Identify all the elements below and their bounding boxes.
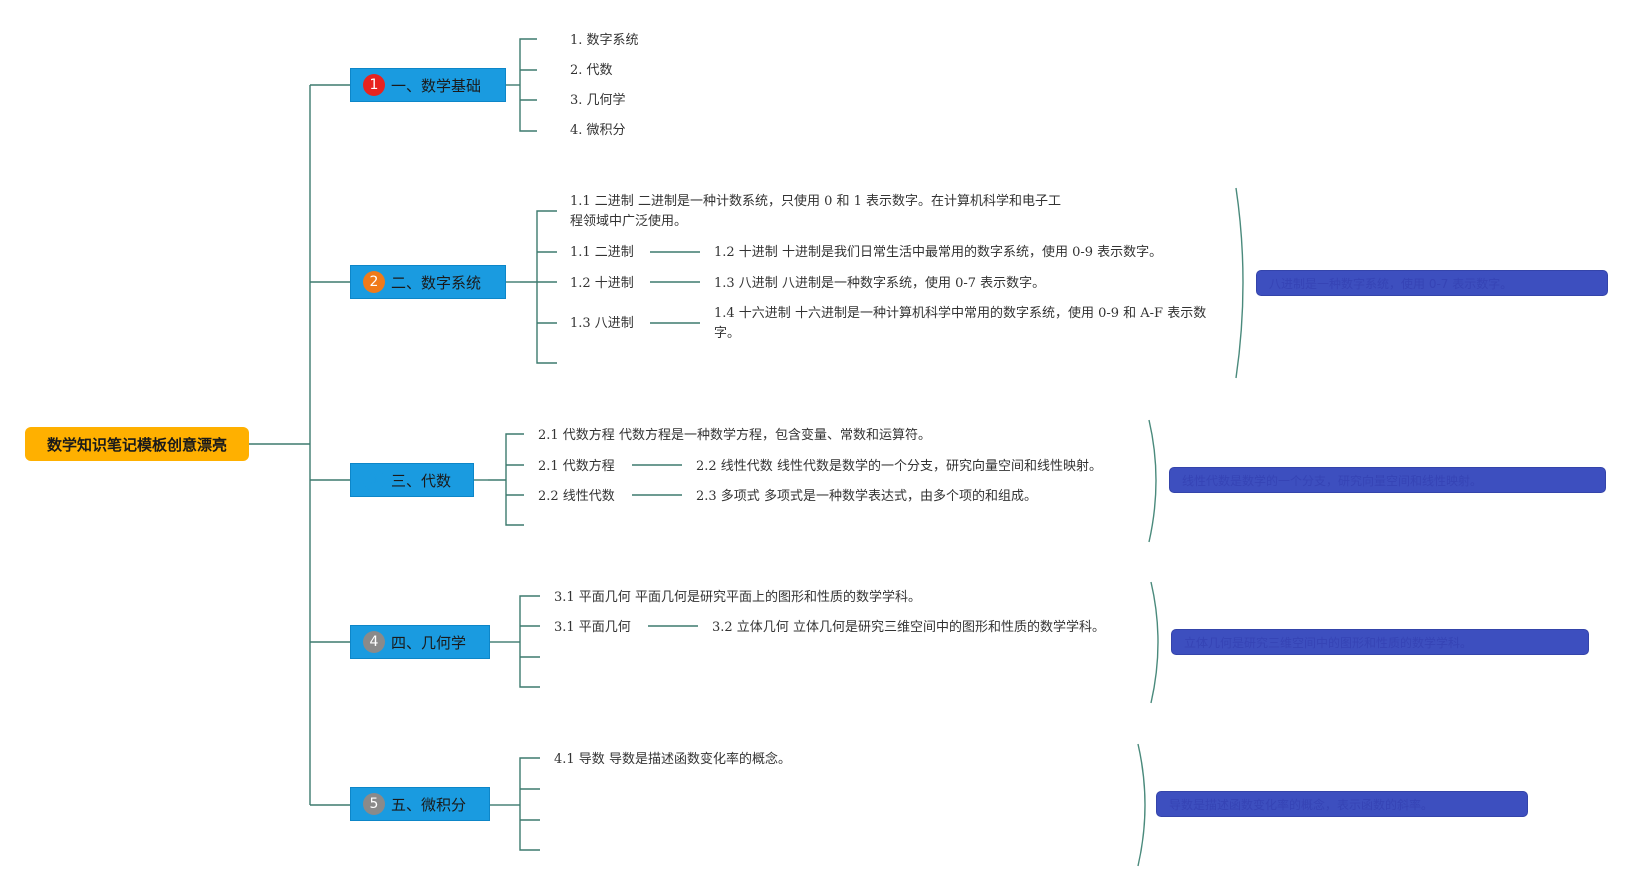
bracket-tick: [520, 625, 540, 658]
list-item[interactable]: 2. 代数: [570, 63, 613, 78]
list-item[interactable]: 3.2 立体几何 立体几何是研究三维空间中的图形和性质的数学学科。: [712, 620, 1105, 635]
bracket-line: [519, 38, 537, 132]
branch-geometry[interactable]: 4 四、几何学: [350, 625, 490, 659]
list-item[interactable]: 1.3 八进制 八进制是一种数字系统，使用 0-7 表示数字。: [714, 276, 1046, 291]
summary-brace: [1150, 581, 1159, 704]
root-title: 数学知识笔记模板创意漂亮: [46, 435, 227, 454]
number-2-badge-icon: 2: [363, 271, 385, 293]
list-item[interactable]: 1.2 十进制 十进制是我们日常生活中最常用的数字系统，使用 0-9 表示数字。: [714, 245, 1163, 260]
branch-label: 一、数学基础: [391, 76, 482, 95]
number-5-badge-icon: 5: [363, 793, 385, 815]
bracket-line: [536, 210, 557, 364]
list-item[interactable]: 2.1 代数方程 代数方程是一种数学方程，包含变量、常数和运算符。: [538, 428, 931, 443]
summary-text: 八进制是一种数字系统，使用 0-7 表示数字。: [1269, 276, 1513, 291]
branch-math-basics[interactable]: 1 一、数学基础: [350, 68, 506, 102]
branch-label: 四、几何学: [391, 633, 467, 652]
bracket-line: [505, 433, 524, 526]
branch-algebra[interactable]: 3 三、代数: [350, 463, 474, 497]
list-item[interactable]: 1.4 十六进制 十六进制是一种计算机科学中常用的数字系统，使用 0-9 和 A…: [714, 306, 1207, 341]
summary-bar[interactable]: 线性代数是数学的一个分支，研究向量空间和线性映射。: [1169, 467, 1606, 493]
list-item[interactable]: 3.1 平面几何 平面几何是研究平面上的图形和性质的数学学科。: [554, 590, 921, 605]
number-1-badge-icon: 1: [363, 74, 385, 96]
list-item[interactable]: 2.3 多项式 多项式是一种数学表达式，由多个项的和组成。: [696, 489, 1037, 504]
pair-connector: [632, 464, 682, 496]
list-item[interactable]: 4.1 导数 导数是描述函数变化率的概念。: [554, 752, 791, 767]
summary-brace: [1148, 419, 1157, 543]
list-item[interactable]: 1.2 十进制: [570, 276, 634, 291]
bracket-line: [519, 757, 540, 851]
summary-text: 导数是描述函数变化率的概念，表示函数的斜率。: [1169, 797, 1434, 812]
list-item[interactable]: 2.2 线性代数 线性代数是数学的一个分支，研究向量空间和线性映射。: [696, 459, 1102, 474]
bracket-tick: [537, 251, 557, 324]
bracket-tick: [520, 69, 537, 101]
list-item[interactable]: 1. 数字系统: [570, 33, 639, 48]
bracket-line: [519, 595, 540, 688]
list-item[interactable]: 4. 微积分: [570, 123, 626, 138]
branch-number-systems[interactable]: 2 二、数字系统: [350, 265, 506, 299]
branch-label: 五、微积分: [391, 795, 467, 814]
list-item[interactable]: 3. 几何学: [570, 93, 626, 108]
summary-bar[interactable]: 八进制是一种数字系统，使用 0-7 表示数字。: [1256, 270, 1608, 296]
bracket-tick: [506, 464, 524, 496]
branch-label: 二、数字系统: [391, 273, 482, 292]
list-item[interactable]: 2.2 线性代数: [538, 489, 615, 504]
number-3-badge-icon: 3: [363, 469, 385, 491]
list-item[interactable]: 1.1 二进制 二进制是一种计数系统，只使用 0 和 1 表示数字。在计算机科学…: [570, 194, 1062, 229]
number-4-badge-icon: 4: [363, 631, 385, 653]
list-item[interactable]: 1.3 八进制: [570, 316, 634, 331]
summary-brace: [1235, 187, 1244, 379]
list-item[interactable]: 1.1 二进制: [570, 245, 634, 260]
root-node[interactable]: 数学知识笔记模板创意漂亮: [25, 427, 249, 461]
pair-connector: [650, 251, 700, 324]
summary-bar[interactable]: 导数是描述函数变化率的概念，表示函数的斜率。: [1156, 791, 1528, 817]
summary-text: 立体几何是研究三维空间中的图形和性质的数学学科。: [1184, 635, 1473, 650]
list-item[interactable]: 3.1 平面几何: [554, 620, 631, 635]
branch-label: 三、代数: [391, 471, 452, 490]
summary-brace: [1137, 743, 1146, 867]
list-item[interactable]: 2.1 代数方程: [538, 459, 615, 474]
bracket-tick: [520, 788, 540, 821]
branch-calculus[interactable]: 5 五、微积分: [350, 787, 490, 821]
summary-bar[interactable]: 立体几何是研究三维空间中的图形和性质的数学学科。: [1171, 629, 1589, 655]
summary-text: 线性代数是数学的一个分支，研究向量空间和线性映射。: [1182, 473, 1483, 488]
